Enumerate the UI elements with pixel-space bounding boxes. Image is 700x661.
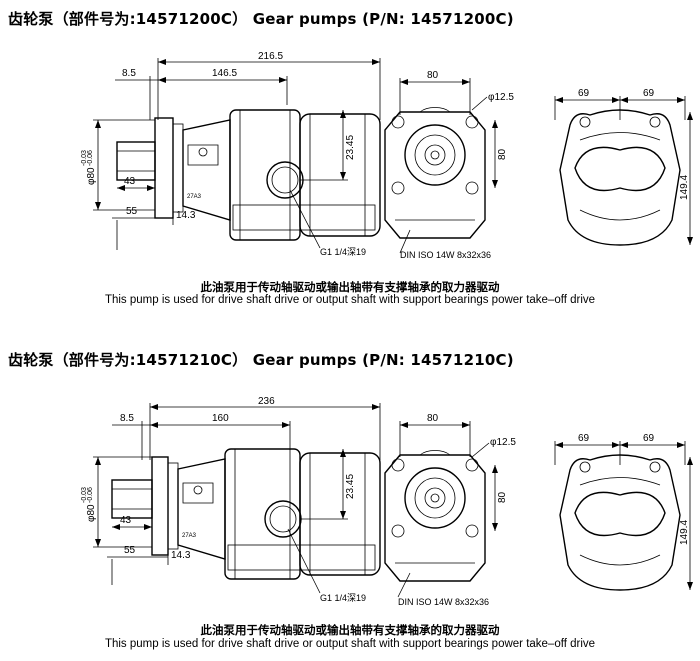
section-2-caption-en: This pump is used for drive shaft drive … bbox=[104, 638, 596, 650]
dim-55: 55 bbox=[126, 206, 138, 217]
dim-offset: 8.5 bbox=[122, 68, 136, 79]
tol-bot: -0.06 bbox=[87, 487, 94, 503]
front-height: 80 bbox=[497, 491, 508, 503]
dim-shaft-dia: φ80 bbox=[86, 167, 97, 185]
side-view: 216.5 146.5 8.5 23.45 bbox=[81, 51, 381, 257]
spline-label: 27A3 bbox=[187, 194, 202, 200]
dim-43: 43 bbox=[124, 176, 136, 187]
section-2-title: 齿轮泵（部件号为:14571210C） Gear pumps (P/N: 145… bbox=[8, 351, 514, 369]
front-view: 80 φ12.5 80 DIN ISO 14W 8x32x36 bbox=[384, 70, 514, 260]
back-left: 69 bbox=[578, 88, 590, 99]
section-1-title: 齿轮泵（部件号为:14571200C） Gear pumps (P/N: 145… bbox=[8, 10, 514, 28]
back-left: 69 bbox=[578, 433, 590, 444]
back-view: 69 69 149.4 bbox=[554, 88, 693, 246]
dim-55: 55 bbox=[124, 545, 136, 556]
back-right: 69 bbox=[643, 433, 655, 444]
spline-label: 27A3 bbox=[182, 533, 197, 539]
dim-43: 43 bbox=[120, 515, 132, 526]
tol-bot: -0.06 bbox=[87, 150, 94, 166]
dim-overall: 216.5 bbox=[258, 51, 283, 62]
front-width: 80 bbox=[427, 413, 439, 424]
tol-top: -0.03 bbox=[81, 487, 88, 503]
dim-23-45: 23.45 bbox=[345, 474, 356, 499]
section-2-caption-cn: 此油泵用于传动轴驱动或输出轴带有支撑轴承的取力器驱动 bbox=[200, 623, 500, 637]
dim-14-3: 14.3 bbox=[171, 550, 191, 561]
back-view: 69 69 149.4 bbox=[554, 433, 693, 591]
dim-body: 160 bbox=[212, 413, 229, 424]
back-height: 149.4 bbox=[679, 520, 690, 545]
front-height: 80 bbox=[497, 148, 508, 160]
tol-top: -0.03 bbox=[81, 150, 88, 166]
section-1-drawing: 216.5 146.5 8.5 23.45 bbox=[81, 51, 693, 260]
front-width: 80 bbox=[427, 70, 439, 81]
back-right: 69 bbox=[643, 88, 655, 99]
dim-14-3: 14.3 bbox=[176, 210, 196, 221]
port-label: G1 1/4深19 bbox=[320, 247, 366, 257]
dim-23-45: 23.45 bbox=[345, 135, 356, 160]
front-view: 80 φ12.5 80 DIN ISO 14W 8x32x36 bbox=[384, 413, 516, 607]
front-hole: φ12.5 bbox=[488, 92, 514, 103]
back-height: 149.4 bbox=[679, 175, 690, 200]
dim-body: 146.5 bbox=[212, 68, 237, 79]
dim-overall: 236 bbox=[258, 396, 275, 407]
section-1-caption-en: This pump is used for drive shaft drive … bbox=[104, 294, 596, 306]
dim-shaft-dia: φ80 bbox=[86, 504, 97, 522]
front-hole: φ12.5 bbox=[490, 437, 516, 448]
front-spline-std: DIN ISO 14W 8x32x36 bbox=[400, 250, 491, 260]
port-label: G1 1/4深19 bbox=[320, 593, 366, 603]
dim-offset: 8.5 bbox=[120, 413, 134, 424]
section-1-caption-cn: 此油泵用于传动轴驱动或输出轴带有支撑轴承的取力器驱动 bbox=[200, 280, 500, 294]
side-view: 236 160 8.5 23.45 φ80 -0.03 -0. bbox=[81, 396, 381, 603]
front-spline-std: DIN ISO 14W 8x32x36 bbox=[398, 597, 489, 607]
section-2-drawing: 236 160 8.5 23.45 φ80 -0.03 -0. bbox=[81, 396, 693, 607]
